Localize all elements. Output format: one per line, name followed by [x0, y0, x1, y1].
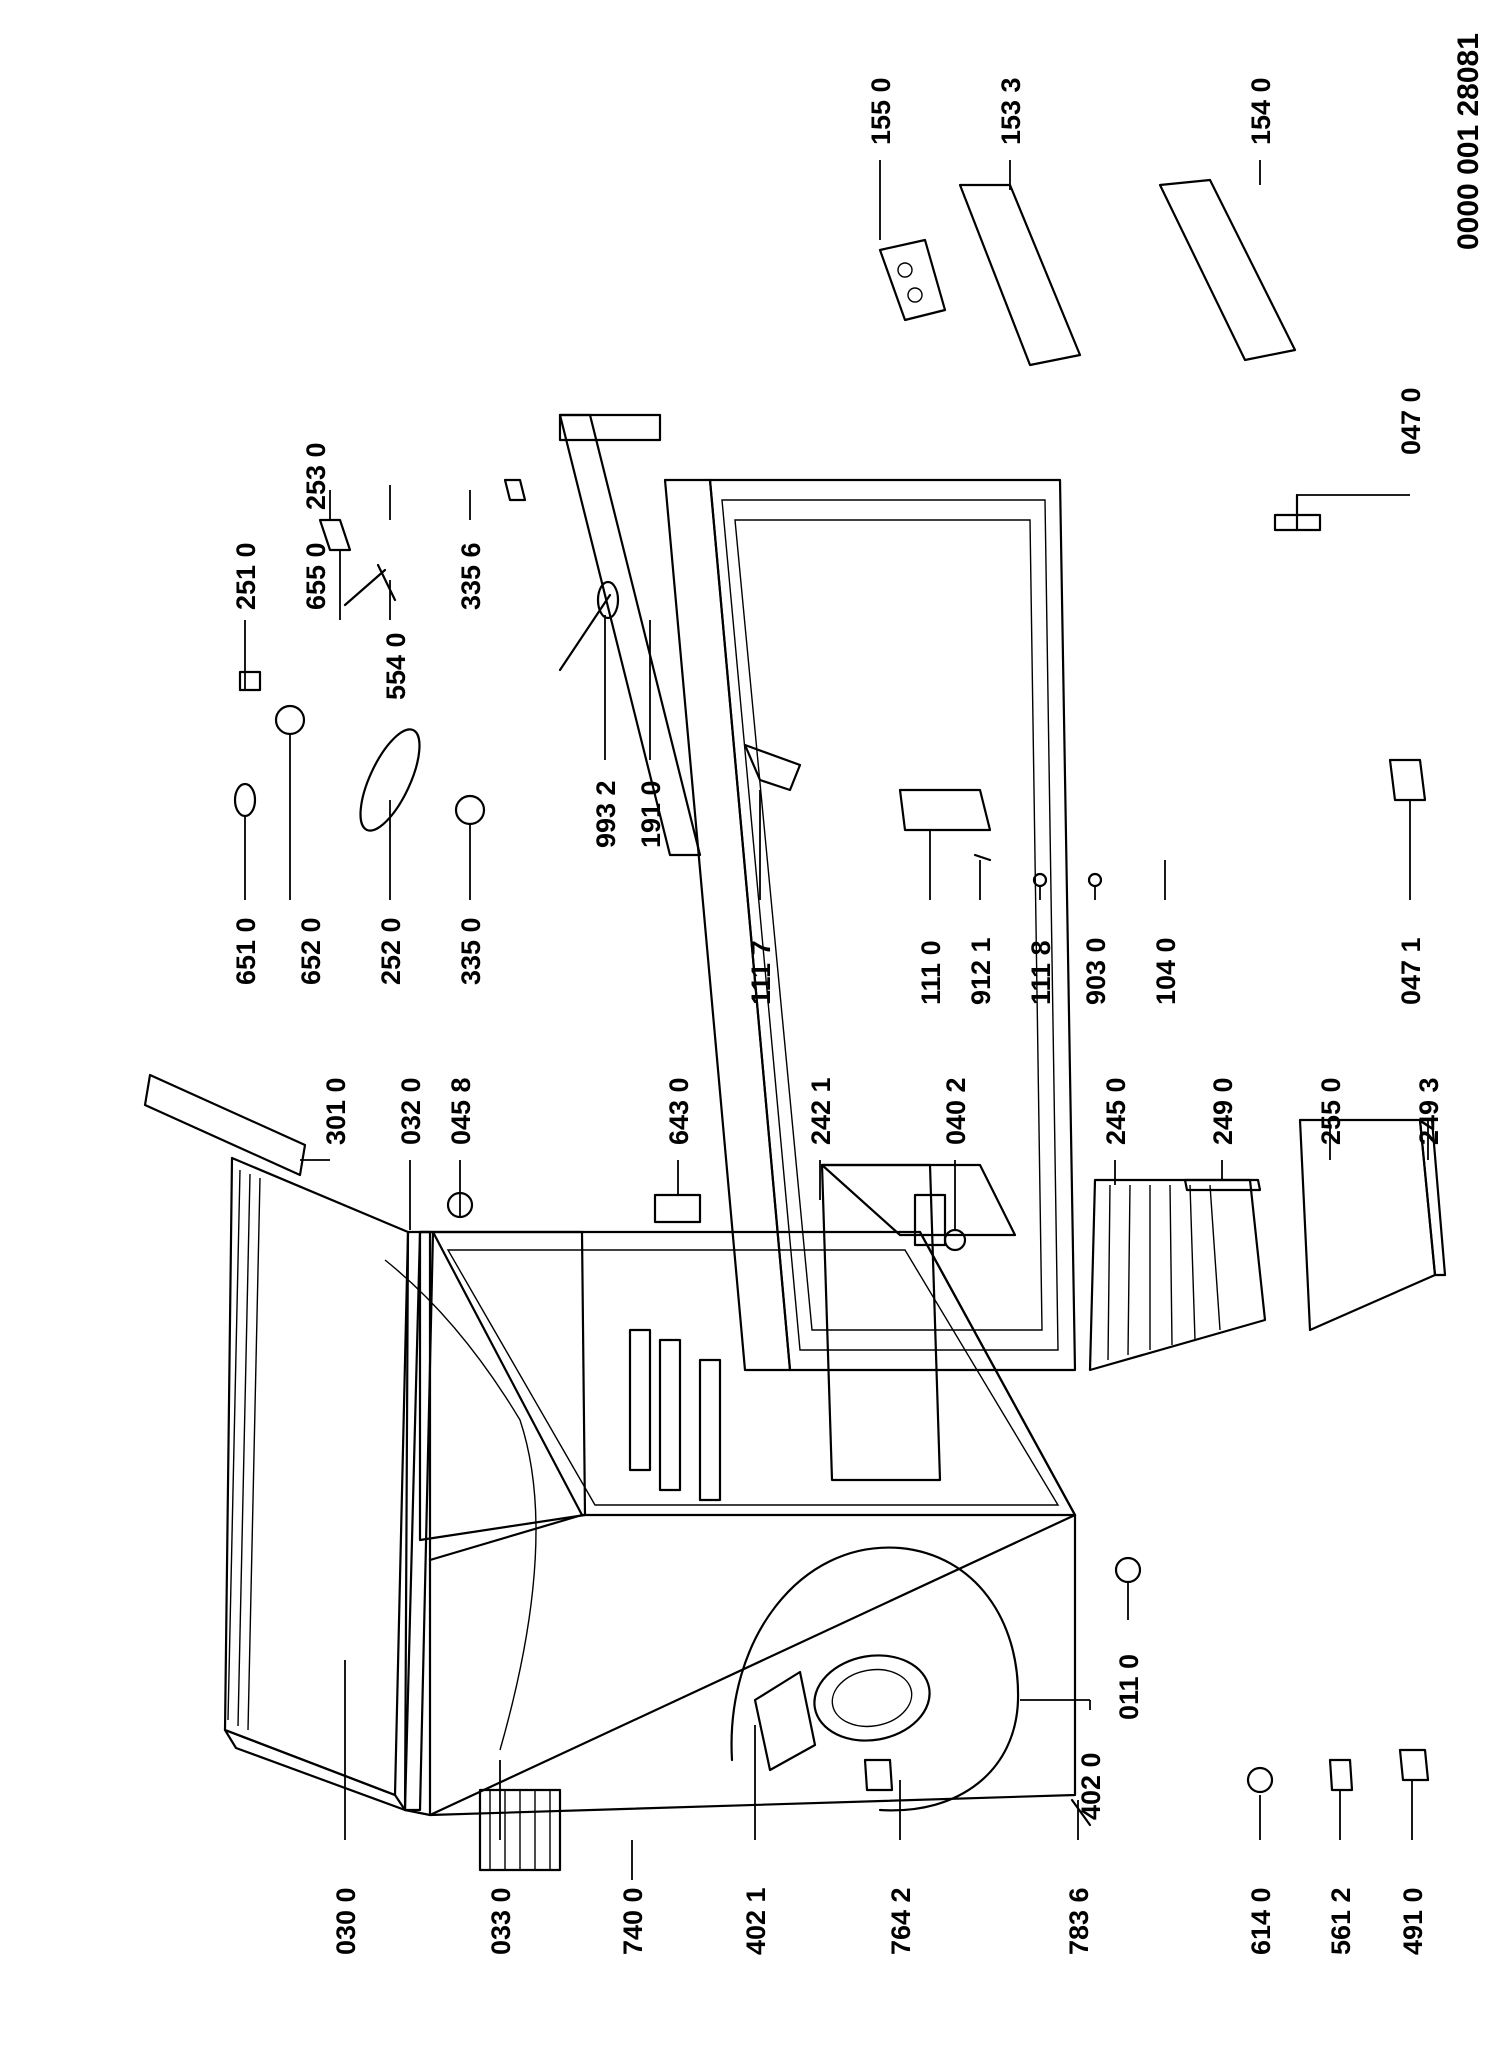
- hinge-cover-111-7: [743, 743, 802, 792]
- label-191-0: 191 0: [636, 780, 666, 848]
- label-253-0: 253 0: [301, 442, 331, 510]
- hinge-bracket-047-0: [1273, 493, 1322, 532]
- part-labels: 030 0 033 0 740 0 402 1 764 2 783 6 614 …: [231, 77, 1444, 1955]
- glass-shelf-255-0: [1298, 1118, 1437, 1332]
- worktop-ribs: [227, 1169, 261, 1731]
- label-993-2: 993 2: [591, 780, 621, 848]
- label-655-0: 655 0: [301, 542, 331, 610]
- label-561-2: 561 2: [1326, 1887, 1356, 1955]
- label-740-0: 740 0: [618, 1887, 648, 1955]
- label-032-0: 032 0: [396, 1077, 426, 1145]
- label-030-0: 030 0: [331, 1887, 361, 1955]
- label-903-0: 903 0: [1081, 937, 1111, 1005]
- label-249-3: 249 3: [1414, 1077, 1444, 1145]
- crisper-242-1: [820, 1163, 1017, 1482]
- label-912-1: 912 1: [966, 937, 996, 1005]
- label-402-1: 402 1: [741, 1887, 771, 1955]
- small-door-parts: [973, 853, 1103, 888]
- label-252-0: 252 0: [376, 917, 406, 985]
- small-parts-cluster: [233, 478, 527, 832]
- door-handle-993-2: [558, 580, 620, 672]
- label-111-8: 111 8: [1026, 940, 1056, 1005]
- label-491-0: 491 0: [1398, 1887, 1428, 1955]
- label-402-0: 402 0: [1076, 1752, 1106, 1820]
- label-643-0: 643 0: [664, 1077, 694, 1145]
- shelf-trim-249-0: [1183, 1178, 1262, 1192]
- hinge-111-0: [898, 788, 992, 832]
- label-764-2: 764 2: [886, 1887, 916, 1955]
- label-047-1: 047 1: [1396, 937, 1426, 1005]
- label-155-0: 155 0: [866, 77, 896, 145]
- egg-tray-155-0: [878, 238, 947, 322]
- door-104-0: [663, 478, 1077, 1372]
- label-335-6: 335 6: [456, 542, 486, 610]
- label-255-0: 255 0: [1316, 1077, 1346, 1145]
- loose-parts-bottom: [863, 1748, 1430, 1827]
- label-111-0: 111 0: [916, 940, 946, 1005]
- condenser-fins: [489, 1790, 551, 1870]
- label-242-1: 242 1: [806, 1077, 836, 1145]
- door-gasket-191-0: [558, 413, 702, 857]
- label-251-0: 251 0: [231, 542, 261, 610]
- front-trim-301-0: [143, 1073, 307, 1177]
- label-651-0: 651 0: [231, 917, 261, 985]
- label-154-0: 154 0: [1246, 77, 1276, 145]
- label-335-0: 335 0: [456, 917, 486, 985]
- label-783-6: 783 6: [1064, 1887, 1094, 1955]
- document-number: 0000 001 28081: [1452, 33, 1485, 250]
- label-554-0: 554 0: [381, 632, 411, 700]
- label-040-2: 040 2: [941, 1077, 971, 1145]
- hinge-040-2: [913, 1193, 967, 1252]
- label-033-0: 033 0: [486, 1887, 516, 1955]
- cabinet-body: [223, 1156, 1077, 1872]
- label-652-0: 652 0: [296, 917, 326, 985]
- label-153-3: 153 3: [996, 77, 1026, 145]
- shelf-supports: [628, 1328, 722, 1502]
- leader-lines: [244, 160, 1429, 1880]
- label-301-0: 301 0: [321, 1077, 351, 1145]
- label-104-0: 104 0: [1151, 937, 1181, 1005]
- part-011-0: [1114, 1556, 1142, 1584]
- label-111-7: 111 7: [746, 940, 776, 1005]
- wire-shelf-245-0: [1088, 1178, 1267, 1372]
- label-614-0: 614 0: [1246, 1887, 1276, 1955]
- door-bin-154-0: [1158, 178, 1297, 362]
- label-047-0: 047 0: [1396, 387, 1426, 455]
- label-045-8: 045 8: [446, 1077, 476, 1145]
- label-011-0: 011 0: [1114, 1654, 1144, 1720]
- thermostat-643-0: [653, 1193, 702, 1224]
- hinge-pin-047-1: [1388, 758, 1427, 802]
- door-bin-153-3: [958, 183, 1082, 367]
- label-249-0: 249 0: [1208, 1077, 1238, 1145]
- label-245-0: 245 0: [1101, 1077, 1131, 1145]
